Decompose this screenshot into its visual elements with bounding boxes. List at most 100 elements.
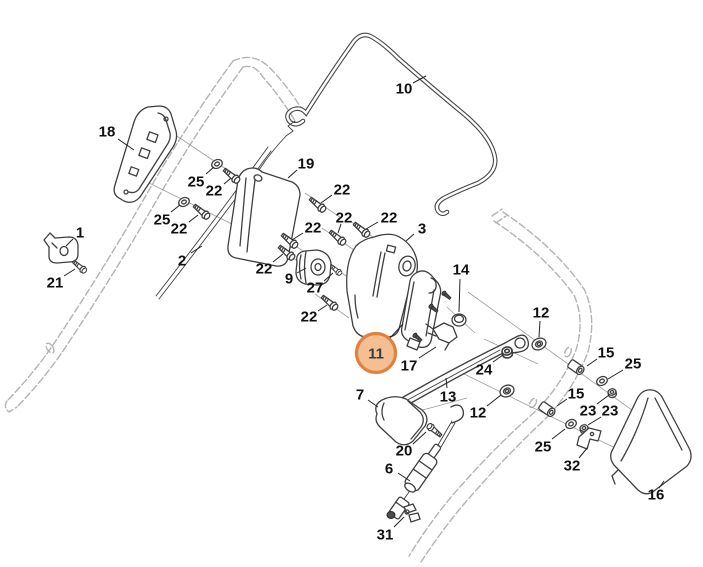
bushing-part-15 bbox=[537, 400, 558, 419]
leader-line-17 bbox=[418, 346, 437, 359]
leader-line-15 bbox=[586, 358, 598, 367]
leader-line-13 bbox=[445, 377, 448, 389]
part-label-12-22[interactable]: 12 bbox=[533, 305, 550, 322]
part-label-27-17[interactable]: 27 bbox=[307, 280, 324, 297]
cap-nut-part-14 bbox=[451, 313, 467, 327]
part-label-22-14[interactable]: 22 bbox=[305, 220, 322, 237]
lever-arm-part-13 bbox=[392, 334, 530, 412]
part-label-14-21[interactable]: 14 bbox=[453, 262, 470, 279]
part-label-23-33[interactable]: 23 bbox=[580, 403, 597, 420]
cable-rod-part-2 bbox=[155, 120, 296, 300]
part-label-22-10[interactable]: 22 bbox=[171, 221, 188, 238]
part-label-25-1[interactable]: 25 bbox=[188, 174, 205, 191]
leader-line-15 bbox=[556, 398, 568, 407]
leader-line-16 bbox=[658, 480, 665, 489]
leader-line-11 bbox=[389, 323, 404, 339]
leader-line-21 bbox=[63, 268, 76, 277]
part-label-21-12[interactable]: 21 bbox=[47, 275, 64, 292]
housing-cover-part-3 bbox=[346, 233, 418, 338]
leader-line-24 bbox=[492, 354, 504, 363]
part-label-25-35[interactable]: 25 bbox=[535, 439, 552, 456]
leader-line-14 bbox=[458, 278, 461, 313]
part-label-6-28[interactable]: 6 bbox=[385, 461, 393, 478]
part-label-32-36[interactable]: 32 bbox=[564, 458, 581, 475]
leader-line-12 bbox=[538, 320, 541, 338]
mount-plate-part-18 bbox=[113, 105, 178, 203]
handle-cover-part-16 bbox=[610, 389, 692, 495]
leader-line-22 bbox=[188, 214, 199, 223]
leader-line-22 bbox=[365, 221, 379, 230]
leader-line-22 bbox=[317, 304, 328, 312]
part-label-19-3[interactable]: 19 bbox=[298, 156, 315, 173]
cover-part-19 bbox=[227, 167, 301, 267]
handle-knob-part-7 bbox=[375, 396, 428, 446]
tube-hole bbox=[528, 397, 538, 409]
part-label-7-26[interactable]: 7 bbox=[356, 387, 364, 404]
part-label-25-9[interactable]: 25 bbox=[154, 212, 171, 229]
part-label-22-2[interactable]: 22 bbox=[206, 183, 223, 200]
tube-hole bbox=[563, 346, 573, 358]
leader-line-22 bbox=[337, 223, 342, 234]
part-label-22-18[interactable]: 22 bbox=[301, 309, 318, 326]
bracket-part-32 bbox=[576, 427, 602, 450]
leader-line-25 bbox=[170, 204, 181, 213]
leader-line-9 bbox=[296, 267, 307, 274]
bail-wire-part-10 bbox=[285, 32, 498, 217]
washer-part-12 bbox=[497, 382, 517, 400]
leader-line-7 bbox=[367, 399, 379, 408]
leader-line-25 bbox=[551, 428, 566, 440]
part-label-23-34[interactable]: 23 bbox=[602, 403, 619, 420]
part-label-25-31[interactable]: 25 bbox=[625, 356, 642, 373]
part-label-16-37[interactable]: 16 bbox=[648, 487, 665, 504]
leader-line-23 bbox=[587, 416, 602, 426]
leader-line-10 bbox=[412, 75, 427, 84]
leader-line-2 bbox=[190, 245, 203, 254]
part-label-3-7[interactable]: 3 bbox=[418, 221, 426, 238]
part-label-11-19[interactable]: 11 bbox=[368, 346, 384, 363]
part-label-12-25[interactable]: 12 bbox=[470, 405, 487, 422]
part-label-22-5[interactable]: 22 bbox=[336, 210, 353, 227]
leader-line-22 bbox=[223, 177, 232, 185]
leader-line-20 bbox=[412, 431, 427, 445]
part-label-2-13[interactable]: 2 bbox=[178, 253, 186, 270]
tube-hole bbox=[45, 342, 55, 354]
part-label-22-6[interactable]: 22 bbox=[381, 210, 398, 227]
leader-line-31 bbox=[393, 516, 405, 528]
nut-part-23 bbox=[606, 387, 618, 399]
part-label-17-20[interactable]: 17 bbox=[401, 358, 418, 375]
screw-part-21 bbox=[70, 258, 89, 275]
leader-line-27 bbox=[323, 272, 334, 282]
cable-clamp-part-31 bbox=[403, 503, 421, 523]
leader-line-32 bbox=[578, 446, 589, 459]
screw-part-22 bbox=[327, 227, 348, 248]
leader-line-3 bbox=[405, 233, 415, 242]
leader-line-12 bbox=[486, 394, 502, 407]
part-label-15-30[interactable]: 15 bbox=[598, 345, 615, 362]
handlebar-right-tube bbox=[408, 208, 593, 563]
part-label-24-23[interactable]: 24 bbox=[476, 362, 493, 379]
part-label-22-4[interactable]: 22 bbox=[334, 182, 351, 199]
leader-line-19 bbox=[287, 169, 298, 179]
part-label-22-15[interactable]: 22 bbox=[256, 261, 273, 278]
leader-line-6 bbox=[397, 472, 411, 482]
part-label-10-8[interactable]: 10 bbox=[396, 81, 413, 98]
part-label-13-24[interactable]: 13 bbox=[440, 389, 457, 406]
handlebar-left-tube bbox=[4, 56, 306, 413]
leader-line-1 bbox=[65, 238, 74, 247]
leader-line-18 bbox=[117, 138, 135, 151]
cable-assembly-part-6 bbox=[386, 404, 465, 520]
bushing-part-15 bbox=[566, 358, 587, 377]
part-label-15-32[interactable]: 15 bbox=[568, 386, 585, 403]
screw-part-22 bbox=[351, 219, 372, 240]
leader-line-22 bbox=[291, 232, 304, 241]
part-label-20-27[interactable]: 20 bbox=[396, 443, 413, 460]
part-label-1-11[interactable]: 1 bbox=[76, 225, 84, 242]
detent-lever-part-17 bbox=[425, 322, 458, 351]
part-label-31-29[interactable]: 31 bbox=[377, 527, 394, 544]
clamp-part-1 bbox=[43, 232, 79, 264]
part-label-18-0[interactable]: 18 bbox=[99, 124, 116, 141]
part-label-9-16[interactable]: 9 bbox=[285, 271, 293, 288]
